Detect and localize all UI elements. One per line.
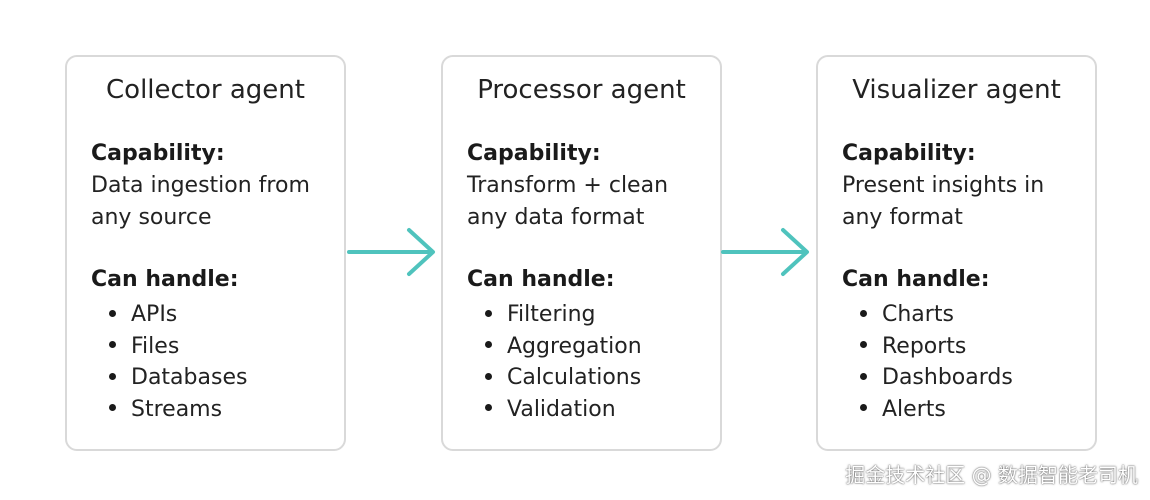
collector-agent-card: Collector agent Capability: Data ingesti… [65,55,346,451]
bullet-icon [485,372,492,380]
can-handle-heading: Can handle: [842,267,990,292]
list-item: Validation [485,394,642,426]
list-item: Databases [109,362,247,394]
arrow-head [407,228,435,276]
bullet-icon [109,341,116,348]
processor-agent-card: Processor agent Capability: Transform + … [441,55,722,451]
list-item-label: Filtering [507,302,596,327]
capability-text: any source [91,205,212,230]
capability-text: any data format [467,205,645,230]
list-item-label: Files [131,333,180,359]
list-item: Streams [109,394,247,426]
bullet-icon [485,309,492,317]
list-item: Aggregation [485,331,642,363]
list-item-label: Charts [882,302,954,327]
bullet-icon [860,372,867,380]
capability-text: Transform + clean [467,173,669,198]
list-item: Dashboards [860,362,1013,394]
list-item-label: Streams [131,396,223,422]
capability-heading: Capability: [91,141,225,166]
bullet-icon [860,404,867,411]
capability-text: Data ingestion from [91,173,310,198]
card-title: Collector agent [106,75,305,105]
list-item-label: Aggregation [507,333,642,359]
list-item-label: APIs [131,302,178,327]
list-item-label: Reports [882,333,967,359]
list-item: Charts [860,299,1013,331]
capability-text: any format [842,205,963,230]
bullet-icon [109,404,116,411]
list-item-label: Calculations [507,365,642,390]
list-item-label: Validation [507,396,616,422]
list-item: Filtering [485,299,642,331]
right-arrow-icon [347,228,435,276]
list-item-label: Dashboards [882,365,1013,390]
capability-text: Present insights in [842,173,1045,198]
handle-list: Filtering Aggregation Calculations Valid… [485,299,642,425]
bullet-icon [860,341,867,348]
capability-heading: Capability: [842,141,976,166]
bullet-icon [485,404,492,411]
bullet-icon [109,372,116,380]
bullet-icon [860,309,867,317]
handle-list: Charts Reports Dashboards Alerts [860,299,1013,425]
list-item: Calculations [485,362,642,394]
list-item: APIs [109,299,247,331]
list-item: Reports [860,331,1013,363]
can-handle-heading: Can handle: [467,267,615,292]
capability-heading: Capability: [467,141,601,166]
watermark: 掘金技术社区 @ 数据智能老司机 [845,463,1138,487]
list-item: Files [109,331,247,363]
right-arrow-icon [721,228,809,276]
list-item-label: Databases [131,365,248,390]
list-item: Alerts [860,394,1013,426]
visualizer-agent-card: Visualizer agent Capability: Present ins… [816,55,1097,451]
card-title: Visualizer agent [852,75,1061,105]
list-item-label: Alerts [882,396,946,422]
can-handle-heading: Can handle: [91,267,239,292]
handle-list: APIs Files Databases Streams [109,299,247,425]
arrow-head [781,228,809,276]
card-title: Processor agent [477,75,686,105]
bullet-icon [109,309,116,317]
bullet-icon [485,341,492,348]
